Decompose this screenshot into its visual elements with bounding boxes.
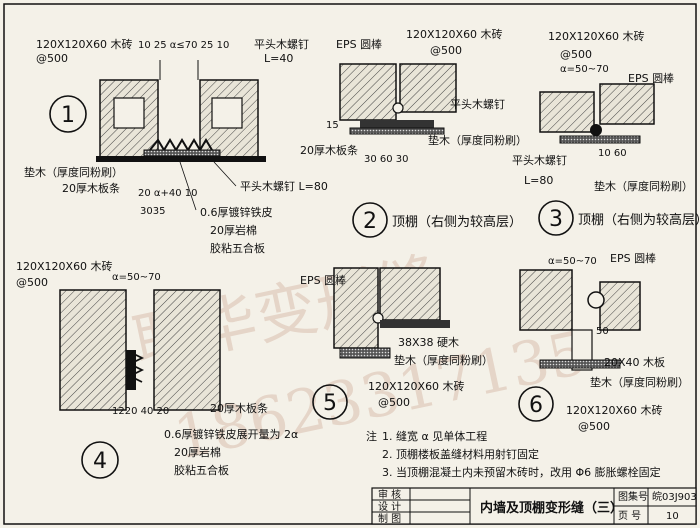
label-strip: 20厚木板条 <box>210 401 268 415</box>
label-brick: 120X120X60 木砖 <box>548 29 645 43</box>
detail-number: 5 <box>323 391 337 416</box>
label-eps: EPS 圆棒 <box>610 251 656 265</box>
label-brick: 120X120X60 木砖 <box>36 37 133 51</box>
label-eps: EPS 圆棒 <box>336 37 382 51</box>
cover-strip <box>126 350 136 390</box>
wood-brick <box>113 97 145 129</box>
eps-rod <box>392 102 404 114</box>
detail-number: 1 <box>61 103 75 128</box>
plywood-board <box>143 149 221 157</box>
label-wool: 20厚岩棉 <box>210 223 257 237</box>
cover-strip <box>360 120 434 128</box>
label-dims-bottom: 20 α+40 10 <box>138 188 198 199</box>
detail-number-circle <box>49 95 87 133</box>
label-brick-spacing: @500 <box>378 396 410 409</box>
detail-number: 4 <box>93 449 107 474</box>
label-hardwood: 38X38 硬木 <box>398 336 459 349</box>
label-steel: 0.6厚镀锌铁皮展开量为 2α <box>164 427 298 441</box>
detail-5: 5 EPS 圆棒 38X38 硬木 垫木（厚度同粉刷） 120X120X60 木… <box>300 267 493 420</box>
label-dims-bottom2: 3035 <box>140 206 165 217</box>
label-brick: 120X120X60 木砖 <box>566 403 663 417</box>
caption: 顶棚（右侧为较高层） <box>392 214 522 230</box>
label-dims: 30 60 30 <box>364 154 409 165</box>
wood-brick <box>211 97 243 129</box>
detail-4: 4 120X120X60 木砖 @500 α=50~70 20厚木板条 1220… <box>16 259 298 479</box>
notes: 注 1. 缝宽 α 见单体工程 2. 顶棚楼板盖缝材料用射钉固定 3. 当顶棚混… <box>366 429 661 479</box>
label-dim: 50 <box>596 326 609 337</box>
detail-number: 6 <box>529 393 543 418</box>
sheet-border <box>3 3 697 525</box>
label-strip: 20厚木板条 <box>300 143 358 157</box>
label-pad: 垫木（厚度同粉刷） <box>428 133 527 147</box>
label-brick: 120X120X60 木砖 <box>16 259 113 273</box>
row-label: 设 计 <box>378 500 401 513</box>
label-board: 胶粘五合板 <box>174 463 229 477</box>
label-eps: EPS 圆棒 <box>628 71 674 85</box>
label-strip: 20厚木板条 <box>62 181 120 195</box>
label-dims: 10 60 <box>598 148 627 159</box>
label-brick: 120X120X60 木砖 <box>368 379 465 393</box>
detail-number: 2 <box>363 209 377 234</box>
label-screw-bottom: 平头木螺钉 L=80 <box>240 180 328 193</box>
label-board: 胶粘五合板 <box>210 241 265 255</box>
row-label: 制 图 <box>378 512 401 525</box>
label-brick-spacing: @500 <box>16 276 48 289</box>
detail-6: 6 α=50~70 EPS 圆棒 50 20X40 木板 垫木（厚度同粉刷） 1… <box>518 251 689 433</box>
label-pad: 垫木（厚度同粉刷） <box>24 165 123 179</box>
label-steel: 0.6厚镀锌铁皮 <box>200 205 273 219</box>
atlas-number: 皖03J903 <box>652 490 697 503</box>
label-gap: α=50~70 <box>112 272 161 283</box>
detail-1: 1 120X120X60 木砖 @500 10 25 α≤70 25 10 平头… <box>24 37 328 255</box>
sheet-title: 内墙及顶棚变形缝（三） <box>480 500 623 516</box>
page-label: 页 号 <box>618 510 641 522</box>
label-pad: 垫木（厚度同粉刷） <box>394 353 493 367</box>
page-number: 10 <box>666 511 679 522</box>
label-brick-spacing: @500 <box>560 48 592 61</box>
label-brick-spacing: @500 <box>430 44 462 57</box>
label-dims-top: 10 25 α≤70 25 10 <box>138 40 229 51</box>
label-dims: 1220 40 20 <box>112 406 169 417</box>
label-screw-top-len: L=40 <box>264 52 293 65</box>
label-brick: 120X120X60 木砖 <box>406 27 503 41</box>
note-item: 2. 顶棚楼板盖缝材料用射钉固定 <box>382 447 539 461</box>
note-item: 1. 缝宽 α 见单体工程 <box>382 429 487 443</box>
label-pad: 垫木（厚度同粉刷） <box>594 179 693 193</box>
notes-title: 注 <box>366 429 377 443</box>
label-brick-spacing: @500 <box>36 52 68 65</box>
label-screw: 平头木螺钉 <box>450 98 505 111</box>
atlas-label: 图集号 <box>618 490 648 503</box>
title-block: 审 核 设 计 制 图 内墙及顶棚变形缝（三） 图集号 皖03J903 页 号 … <box>371 487 697 525</box>
detail-2: 2 顶棚（右侧为较高层） EPS 圆棒 120X120X60 木砖 @500 平… <box>300 27 527 238</box>
detail-number: 3 <box>549 207 563 232</box>
eps-rod <box>590 124 602 136</box>
row-label: 审 核 <box>378 488 401 501</box>
label-gap: α=50~70 <box>548 256 597 267</box>
label-pad: 垫木（厚度同粉刷） <box>590 375 689 389</box>
steel-sheet <box>96 156 266 162</box>
label-brick-spacing: @500 <box>578 420 610 433</box>
label-screw-top: 平头木螺钉 <box>254 38 309 51</box>
label-dim-side: 15 <box>326 120 339 131</box>
label-gap: α=50~70 <box>560 64 609 75</box>
label-wool: 20厚岩棉 <box>174 445 221 459</box>
label-board: 20X40 木板 <box>604 355 665 369</box>
caption: 顶棚（右侧为较高层） <box>578 212 700 228</box>
note-item: 3. 当顶棚混凝土内未预留木砖时，改用 Φ6 膨胀螺栓固定 <box>382 465 661 479</box>
detail-3: 3 顶棚（右侧为较高层） 120X120X60 木砖 @500 α=50~70 … <box>512 29 700 236</box>
label-eps: EPS 圆棒 <box>300 273 346 287</box>
label-screw: 平头木螺钉 <box>512 154 567 167</box>
rock-wool-fold <box>149 138 213 152</box>
label-screw-len: L=80 <box>524 174 553 187</box>
